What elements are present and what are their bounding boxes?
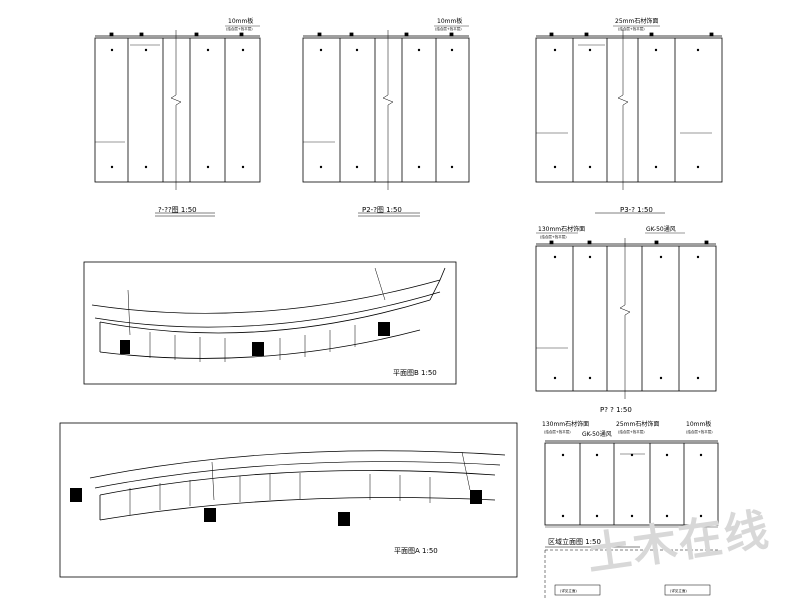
e2-top-label: 10mm板 <box>437 17 462 25</box>
plan-b <box>83 261 457 385</box>
e5-caption: 区域立面图 1:50 <box>548 537 601 546</box>
e3-top-label: 25mm石材饰面 <box>615 17 658 25</box>
e3-note: (结合层+找平层) <box>618 26 645 31</box>
e4-right-label: GK-50通风 <box>646 225 676 233</box>
plan-b-caption: 平面图B 1:50 <box>393 369 437 377</box>
e5-right-note: (结合层+找平层) <box>686 429 713 434</box>
elevation-4 <box>535 232 717 399</box>
e2-note: (结合层+找平层) <box>435 26 462 31</box>
e5-note: (结合层+找平层) <box>544 429 571 434</box>
e3-caption: P3-? 1:50 <box>620 206 653 214</box>
e5-right-label: 10mm板 <box>686 420 711 428</box>
e4-top-label: 130mm石材饰面 <box>538 225 585 233</box>
elevation-2 <box>302 25 470 217</box>
plan-a-caption: 平面图A 1:50 <box>394 547 438 555</box>
e1-note: (结合层+找平层) <box>226 26 253 31</box>
e1-caption: ?-??图 1:50 <box>158 206 197 214</box>
box-right-label: (详见立面) <box>670 588 687 593</box>
elevation-5 <box>544 440 719 548</box>
e4-caption: P? ? 1:50 <box>600 406 632 414</box>
e2-caption: P2-?图 1:50 <box>362 206 402 214</box>
e1-top-label: 10mm板 <box>228 17 253 25</box>
e5-mid2-note: (结合层+找平层) <box>618 429 645 434</box>
elevation-3 <box>535 25 723 214</box>
bottom-dashed-area <box>544 549 720 600</box>
e5-mid-label: GK-50通风 <box>582 430 612 438</box>
e4-note: (结合层+找平层) <box>540 234 567 239</box>
box-left-label: (详见立面) <box>560 588 577 593</box>
elevation-1 <box>94 25 261 217</box>
plan-a <box>59 422 518 578</box>
e5-top-label: 130mm石材饰面 <box>542 420 589 428</box>
e5-mid2-label: 25mm石材饰面 <box>616 420 659 428</box>
